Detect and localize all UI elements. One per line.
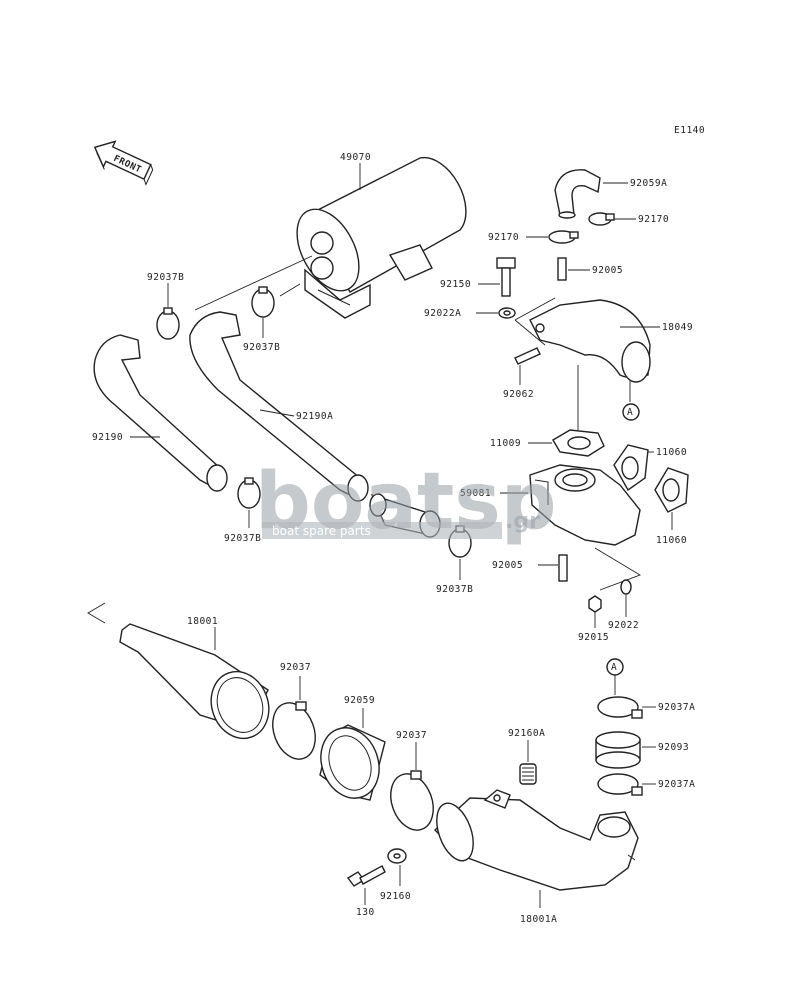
label-49070: 49070 (340, 152, 371, 163)
label-92059: 92059 (344, 695, 375, 706)
label-92093: 92093 (658, 742, 689, 753)
label-92160: 92160 (380, 891, 411, 902)
stud-92005-bottom (558, 554, 568, 582)
mount-rubber-92160A (519, 763, 537, 785)
coupling-92093 (595, 731, 641, 769)
label-11060-upper: 11060 (656, 447, 687, 458)
clamp-92037-lower (390, 770, 434, 831)
bolt-92150 (496, 257, 516, 297)
clamp-92037B-bottom-left (237, 477, 261, 509)
label-92059A: 92059A (630, 178, 667, 189)
hose-92190 (93, 334, 228, 492)
label-92190: 92190 (92, 432, 123, 443)
clamp-92037-upper (272, 701, 316, 760)
label-92005-bottom: 92005 (492, 560, 523, 571)
gasket-11060-upper (613, 444, 649, 492)
ref-a-top-icon (622, 403, 640, 421)
exhaust-elbow-18049 (529, 299, 651, 383)
clamp-92170-right (588, 212, 615, 226)
clamp-92037A-lower (597, 773, 643, 796)
washer-92022A (498, 307, 516, 319)
label-92037A-lower: 92037A (658, 779, 695, 790)
label-92015: 92015 (578, 632, 609, 643)
front-arrow-icon: FRONT (93, 140, 154, 186)
label-92170-right: 92170 (638, 214, 669, 225)
gasket-11060-lower (654, 467, 689, 513)
label-92022A: 92022A (424, 308, 461, 319)
label-18001A: 18001A (520, 914, 557, 925)
watermark-logo: boatsp .gr boat spare parts (255, 457, 557, 547)
label-92037-upper: 92037 (280, 662, 311, 673)
exhaust-manifold-59081 (529, 464, 641, 546)
bolt-130 (346, 865, 386, 887)
label-92160A: 92160A (508, 728, 545, 739)
clamp-92170-left (548, 230, 579, 244)
watermark-suffix: .gr (505, 509, 540, 534)
clamp-92037A-upper (597, 696, 643, 719)
cone-pipe-18001 (119, 623, 270, 740)
watermark-tagline: boat spare parts (272, 524, 371, 538)
label-92037B-bottom-left: 92037B (224, 533, 261, 544)
label-92062: 92062 (503, 389, 534, 400)
nut-92015 (588, 595, 602, 613)
label-92037A-upper: 92037A (658, 702, 695, 713)
bolt-92062 (514, 347, 541, 365)
stud-92005-top (557, 257, 567, 281)
label-92170-left: 92170 (488, 232, 519, 243)
coupling-92059 (319, 724, 386, 801)
label-92037B-top-left: 92037B (147, 272, 184, 283)
ref-a-bottom: A (611, 662, 617, 673)
label-92037B-top-mid: 92037B (243, 342, 280, 353)
label-92150: 92150 (440, 279, 471, 290)
washer-92022 (620, 579, 632, 595)
exhaust-pipe-18001A (433, 789, 639, 891)
label-18049: 18049 (662, 322, 693, 333)
label-92037B-bottom-right: 92037B (436, 584, 473, 595)
washer-92160 (387, 848, 407, 864)
ref-a-top: A (627, 407, 633, 418)
clamp-92037B-top-left (156, 307, 180, 340)
label-92037-lower: 92037 (396, 730, 427, 741)
label-11060-lower: 11060 (656, 535, 687, 546)
label-18001: 18001 (187, 616, 218, 627)
label-92190A: 92190A (296, 411, 333, 422)
diagram-code: E1140 (674, 125, 705, 136)
clamp-92037B-top-mid (251, 286, 275, 318)
label-92022: 92022 (608, 620, 639, 631)
muffler-49070 (296, 156, 467, 319)
label-59081: 59081 (460, 488, 491, 499)
label-92005-top: 92005 (592, 265, 623, 276)
hose-92059A (554, 169, 601, 219)
label-11009: 11009 (490, 438, 521, 449)
label-130: 130 (356, 907, 375, 918)
gasket-11009 (552, 429, 605, 457)
